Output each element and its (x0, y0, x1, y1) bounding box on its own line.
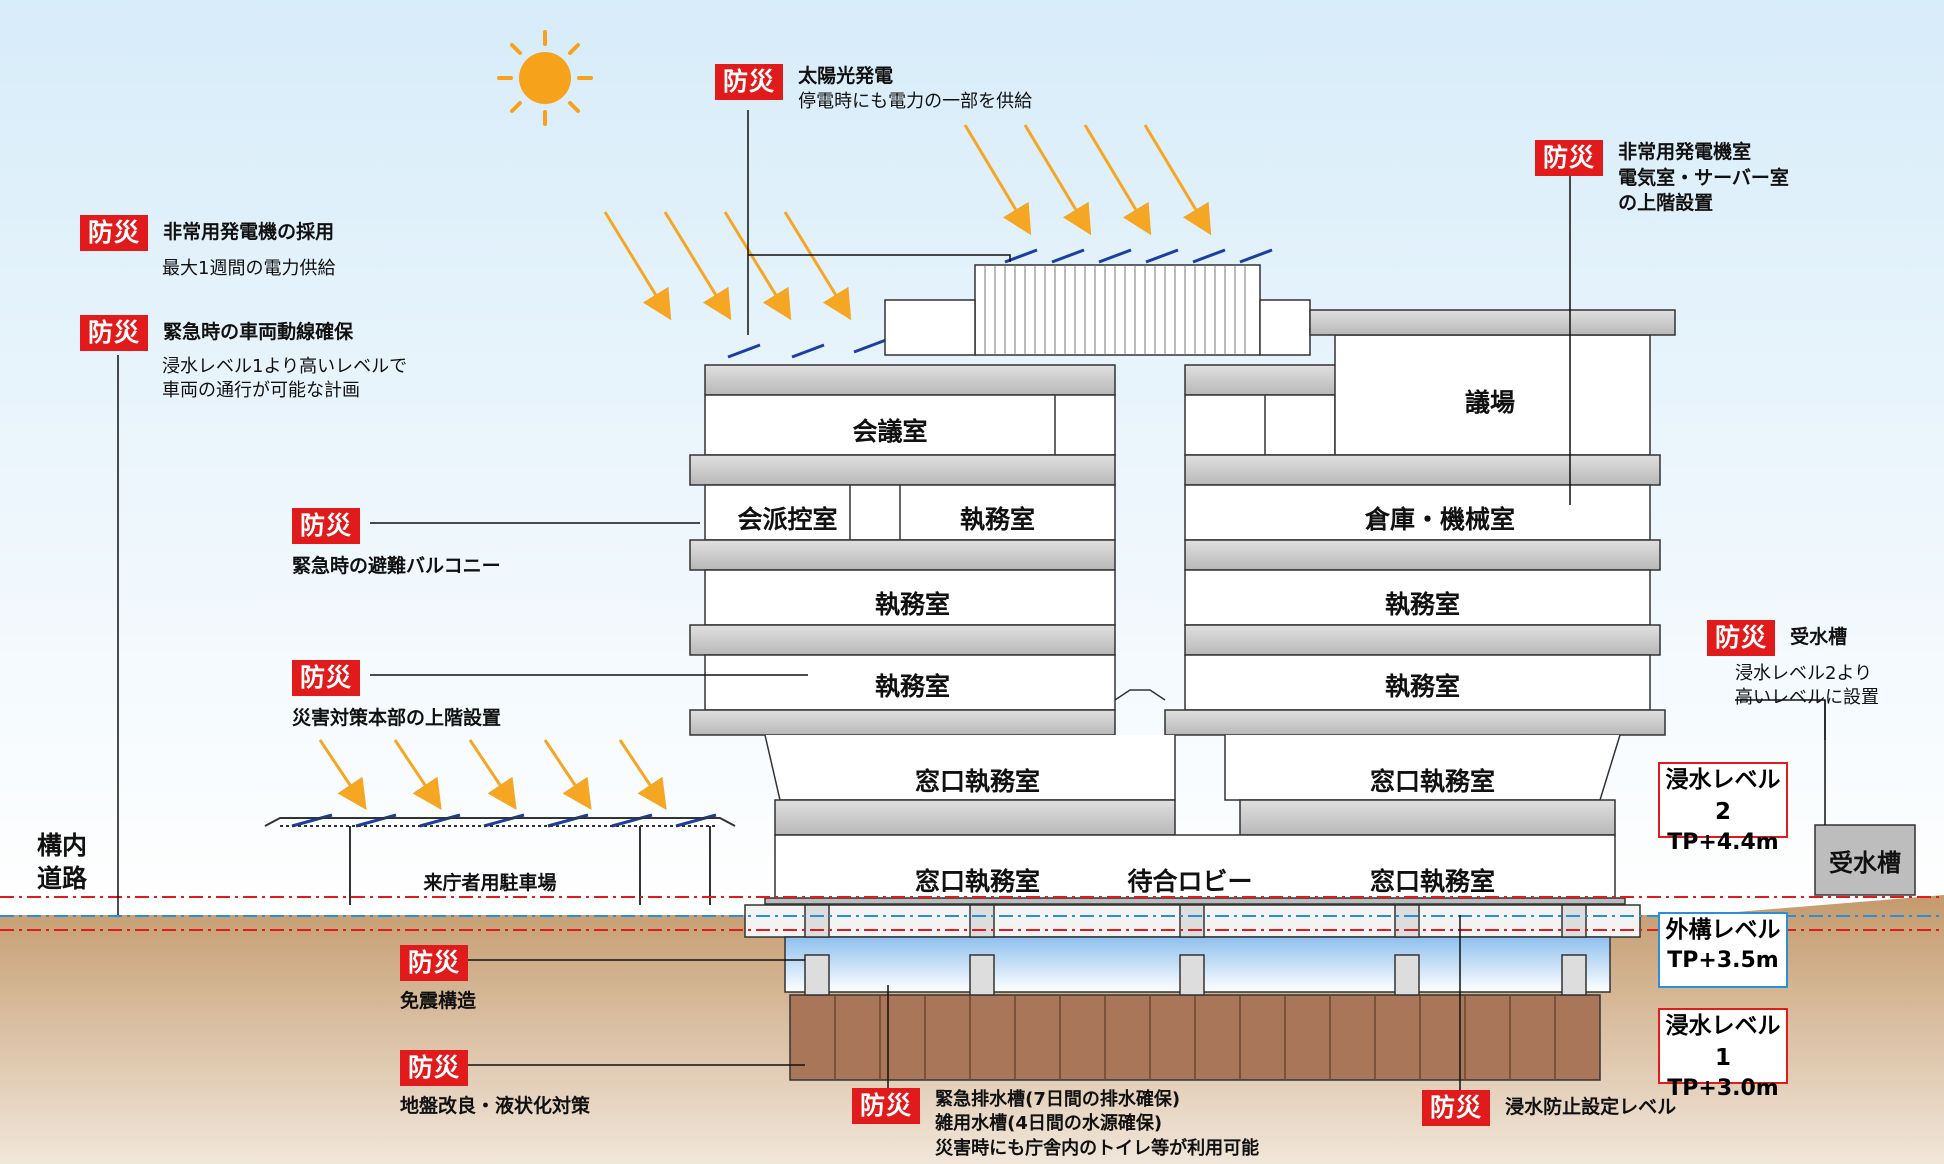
tank-sub: 浸水レベル2より (1735, 663, 1873, 684)
disaster-badge: 防災 (292, 660, 361, 696)
disaster-badge: 防災 (1707, 620, 1776, 656)
solar-sub: 停電時にも電力の一部を供給 (798, 90, 1033, 112)
generator-room-title: 非常用発電機室 (1618, 141, 1752, 163)
hq-annotation: 防災 災害対策本部の上階設置 (292, 660, 501, 732)
disaster-badge: 防災 (80, 215, 149, 251)
generator-room-title3: の上階設置 (1618, 192, 1714, 215)
room-conference: 会議室 (852, 417, 928, 446)
exterior-level-label: 外構レベル (1665, 917, 1781, 943)
room-office-2f-right: 執務室 (1384, 590, 1460, 619)
room-office-3f-left: 執務室 (959, 505, 1035, 534)
drain-title: 緊急排水槽(7日間の排水確保) (935, 1089, 1181, 1110)
roof-penthouse (884, 264, 1311, 356)
balcony-annotation: 防災 緊急時の避難バルコニー (292, 508, 501, 580)
parking-canopy (264, 817, 736, 905)
vehicle-sub2: 車両の通行が可能な計画 (162, 380, 360, 402)
room-window-office-2: 窓口執務室 (1369, 767, 1495, 796)
room-office-1f-left: 執務室 (874, 672, 950, 701)
room-window-office-4: 窓口執務室 (1369, 867, 1495, 896)
disaster-badge: 防災 (292, 508, 361, 544)
sunlight-arrows (318, 124, 1212, 810)
disaster-badge: 防災 (715, 64, 784, 100)
flood-level-1-value: TP+3.0m (1667, 1076, 1779, 1102)
generator-title: 非常用発電機の採用 (163, 221, 335, 244)
flood-level-2-value: TP+4.4m (1667, 830, 1779, 856)
seismic-title: 免震構造 (400, 990, 477, 1012)
room-window-office-3: 窓口執務室 (914, 867, 1040, 896)
vehicle-annotation: 防災 緊急時の車両動線確保 浸水レベル1より高いレベルで 車両の通行が可能な計画 (80, 315, 407, 404)
road-label-1: 構内 (36, 831, 87, 860)
drain-annotation: 防災 緊急排水槽(7日間の排水確保) 雑用水槽(4日間の水源確保) 災害時にも庁… (852, 1088, 1259, 1161)
disaster-badge: 防災 (1535, 140, 1604, 176)
seismic-isolation-foundation (744, 904, 1641, 1081)
exterior-level-box: 外構レベル TP+3.5m (1658, 912, 1788, 988)
road-label: 構内 道路 (32, 830, 92, 895)
flood-level-2-box: 浸水レベル2 TP+4.4m (1658, 762, 1788, 855)
ground-annotation: 防災 地盤改良・液状化対策 (400, 1050, 590, 1120)
disaster-badge: 防災 (400, 1050, 469, 1086)
room-assembly: 議場 (1464, 388, 1515, 417)
drain-title3: 災害時にも庁舎内のトイレ等が利用可能 (935, 1137, 1260, 1159)
solar-title: 太陽光発電 (798, 65, 894, 87)
solar-annotation: 防災 太陽光発電 停電時にも電力の一部を供給 (715, 64, 1032, 114)
flood-stop-title: 浸水防止設定レベル (1505, 1096, 1677, 1119)
generator-room-annotation: 防災 非常用発電機室 電気室・サーバー室 の上階設置 (1535, 140, 1789, 217)
disaster-badge: 防災 (1422, 1090, 1491, 1126)
exterior-level-value: TP+3.5m (1667, 948, 1779, 974)
room-parking: 来庁者用駐車場 (423, 872, 557, 894)
tank-box-label: 受水槽 (1829, 849, 1901, 877)
drain-title2: 雑用水槽(4日間の水源確保) (935, 1113, 1163, 1135)
water-tank-box (1814, 824, 1916, 896)
generator-annotation: 防災 非常用発電機の採用 最大1週間の電力供給 (80, 215, 335, 281)
seismic-annotation: 防災 免震構造 (400, 945, 476, 1015)
room-storage: 倉庫・機械室 (1364, 505, 1515, 534)
ground-title: 地盤改良・液状化対策 (400, 1095, 591, 1117)
flood-level-1-box: 浸水レベル1 TP+3.0m (1658, 1008, 1788, 1101)
tank-annotation: 防災 受水槽 浸水レベル2より 高いレベルに設置 (1707, 620, 1879, 711)
leader-lines (117, 110, 1826, 1092)
flood-level-1-label: 浸水レベル1 (1665, 1013, 1781, 1072)
sun-icon (497, 30, 593, 126)
disaster-badge: 防災 (852, 1088, 921, 1124)
balcony-title: 緊急時の避難バルコニー (292, 555, 501, 577)
generator-sub: 最大1週間の電力供給 (162, 258, 336, 279)
disaster-badge: 防災 (80, 315, 149, 351)
road-label-2: 道路 (36, 863, 87, 893)
disaster-badge: 防災 (400, 945, 469, 981)
building (689, 309, 1676, 905)
flood-stop-annotation: 防災 浸水防止設定レベル (1422, 1090, 1676, 1126)
tank-title: 受水槽 (1790, 626, 1848, 649)
room-office-2f-left: 執務室 (874, 590, 950, 619)
vehicle-sub: 浸水レベル1より高いレベルで (162, 356, 408, 377)
vehicle-title: 緊急時の車両動線確保 (163, 321, 354, 344)
flood-level-2-label: 浸水レベル2 (1665, 767, 1781, 826)
hq-title: 災害対策本部の上階設置 (292, 707, 502, 729)
room-office-1f-right: 執務室 (1384, 672, 1460, 701)
tank-sub2: 高いレベルに設置 (1735, 687, 1879, 709)
room-lobby: 待合ロビー (1127, 867, 1253, 896)
room-window-office-1: 窓口執務室 (914, 767, 1040, 796)
room-caucus: 会派控室 (737, 505, 838, 534)
generator-room-title2: 電気室・サーバー室 (1618, 166, 1789, 189)
